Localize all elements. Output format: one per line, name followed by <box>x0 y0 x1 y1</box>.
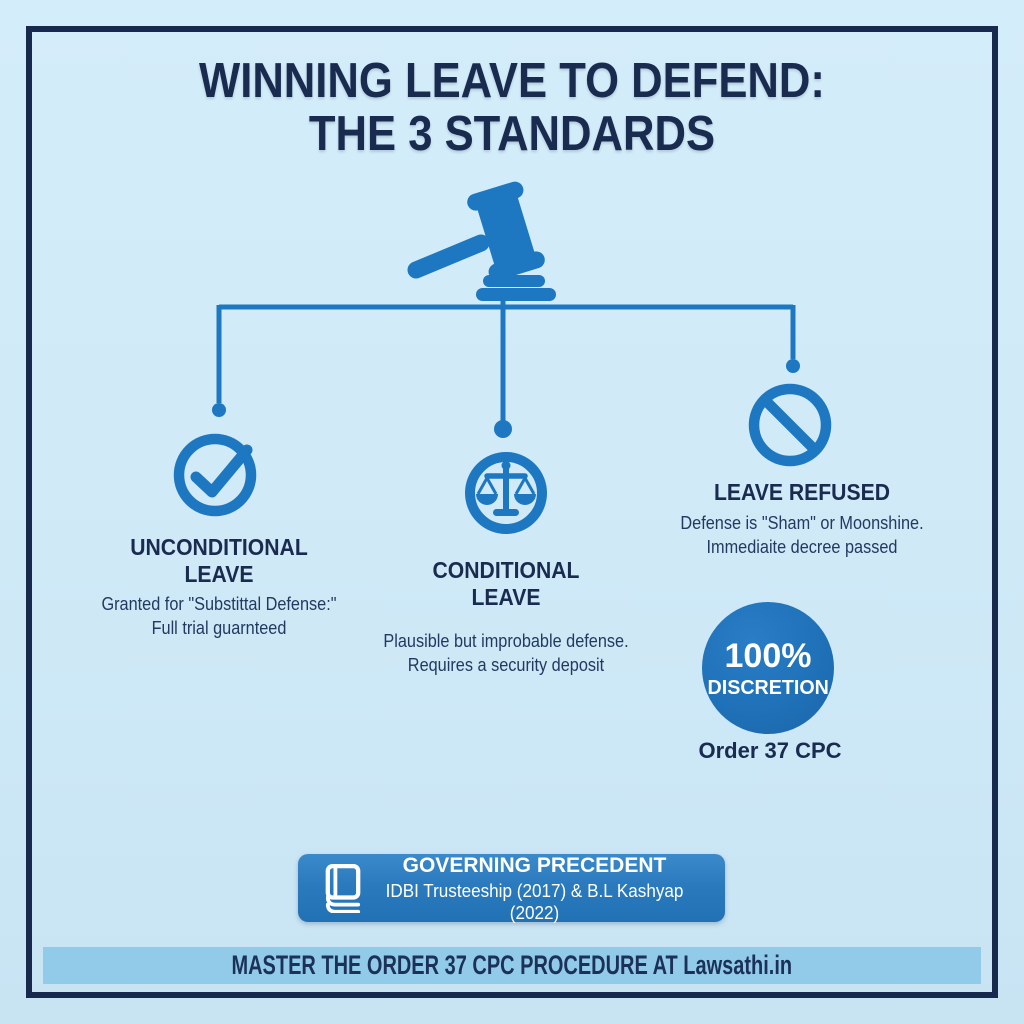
leave-refused-desc-line2: Immediaite decree passed <box>706 535 898 557</box>
discretion-badge-label: DISCRETION <box>707 675 829 699</box>
unconditional-desc-line1: Granted for "Substittal Defense:" <box>101 593 337 614</box>
governing-precedent-banner: GOVERNING PRECEDENT IDBI Trusteeship (20… <box>298 853 725 924</box>
leave-refused-desc-line1: Defense is "Sham" or Moonshine. <box>680 512 924 533</box>
conditional-desc-line1: Plausible but improbable defense. <box>383 630 629 651</box>
unconditional-desc-line2: Full trial guarnteed <box>151 616 287 638</box>
no-entry-icon <box>748 383 832 467</box>
leave-refused-description: Defense is "Sham" or Moonshine. Immediai… <box>661 511 943 558</box>
unconditional-heading-line2: LEAVE <box>184 561 254 587</box>
conditional-heading-line1: CONDITIONAL <box>432 557 580 583</box>
governing-precedent-title: GOVERNING PRECEDENT <box>402 853 667 877</box>
gavel-icon <box>407 181 556 301</box>
leave-refused-heading-line: LEAVE REFUSED <box>714 479 890 505</box>
footer-bar: MASTER THE ORDER 37 CPC PROCEDURE AT Law… <box>43 947 981 984</box>
conditional-heading-line2: LEAVE <box>471 584 541 610</box>
governing-precedent-cases: IDBI Trusteeship (2017) & B.L Kashyap (2… <box>385 880 684 923</box>
governing-precedent-text: GOVERNING PRECEDENT IDBI Trusteeship (20… <box>362 853 725 924</box>
footer-cta-text: MASTER THE ORDER 37 CPC PROCEDURE AT Law… <box>231 950 793 980</box>
page-title-line1: WINNING LEAVE TO DEFEND: <box>199 54 825 108</box>
conditional-desc-line2: Requires a security deposit <box>407 653 605 675</box>
unconditional-leave-description: Granted for "Substittal Defense:" Full t… <box>69 592 368 639</box>
leave-refused-heading: LEAVE REFUSED <box>655 479 949 506</box>
page-title-line2: THE 3 STANDARDS <box>308 107 716 161</box>
unconditional-heading-line1: UNCONDITIONAL <box>130 534 308 560</box>
discretion-badge: 100% DISCRETION <box>702 602 834 734</box>
unconditional-leave-heading: UNCONDITIONAL LEAVE <box>72 534 366 588</box>
discretion-badge-value: 100% <box>724 636 812 675</box>
book-icon <box>325 864 361 913</box>
page-title: WINNING LEAVE TO DEFEND: THE 3 STANDARDS <box>0 55 1024 161</box>
conditional-leave-description: Plausible but improbable defense. Requir… <box>365 629 647 676</box>
check-circle-icon <box>173 433 257 517</box>
border-frame <box>26 26 998 998</box>
conditional-leave-heading: CONDITIONAL LEAVE <box>359 557 653 611</box>
order-37-cpc-caption: Order 37 CPC <box>698 738 842 763</box>
scales-icon <box>465 452 547 534</box>
